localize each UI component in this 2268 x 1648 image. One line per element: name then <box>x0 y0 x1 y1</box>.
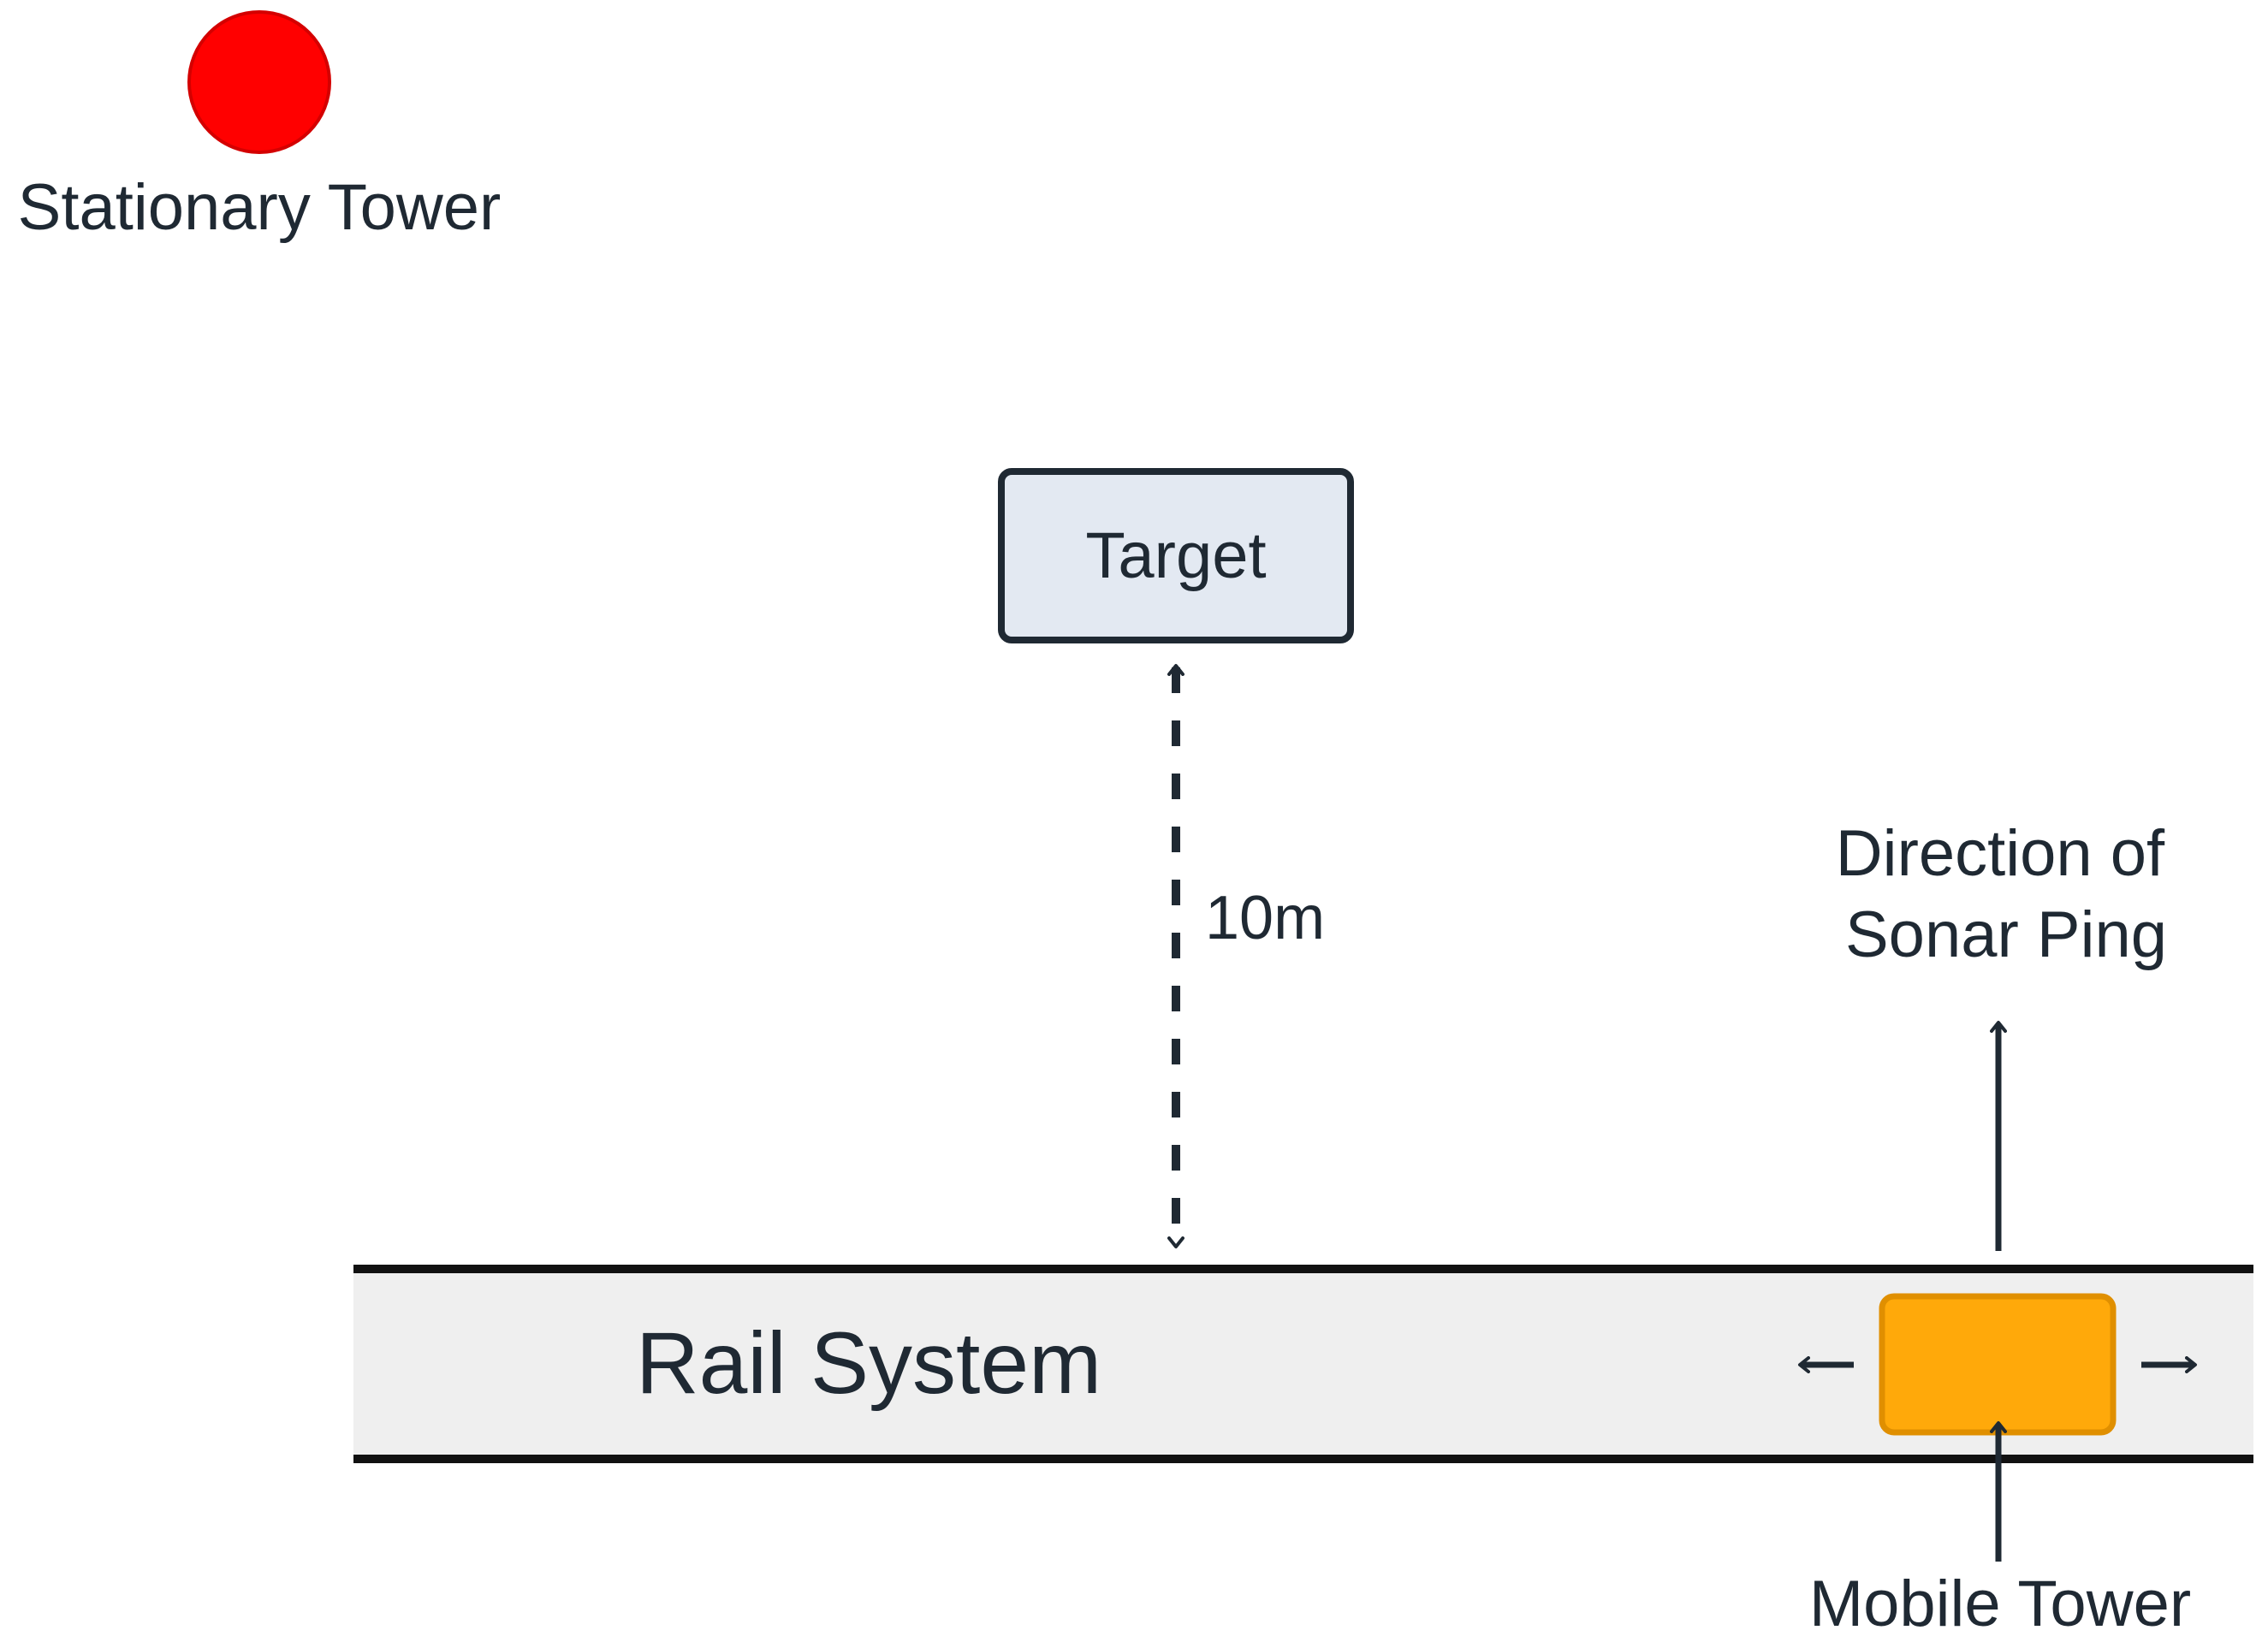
mobile-tower-label: Mobile Tower <box>1809 1568 2191 1640</box>
mobile-tower-box <box>1879 1293 2117 1436</box>
rail-system-label: Rail System <box>636 1314 1101 1412</box>
target-label: Target <box>1085 519 1266 592</box>
direction-label-line1: Direction of <box>1836 817 2165 890</box>
stationary-tower-dot <box>187 10 331 154</box>
direction-label-line2: Sonar Ping <box>1845 898 2167 971</box>
distance-label: 10m <box>1205 884 1325 952</box>
stationary-tower-label: Stationary Tower <box>18 171 502 244</box>
target-box <box>998 468 1354 643</box>
